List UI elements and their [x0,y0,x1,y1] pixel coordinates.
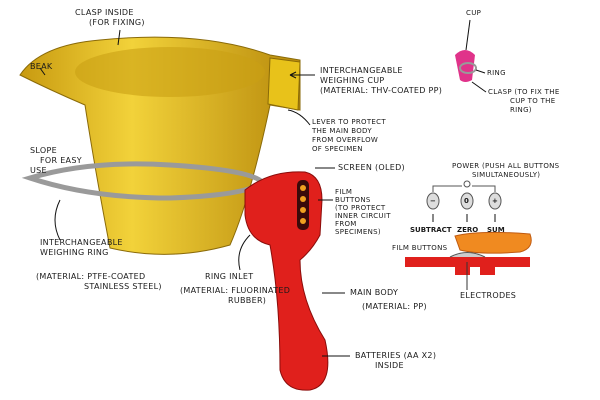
power-line: simultaneously) [472,171,541,179]
button-glyph-zero: 0 [464,197,469,205]
weighing-cup-line: weighing cup [320,76,385,85]
ring-material-line: stainless steel) [84,282,162,291]
mini-cup-drawing [455,50,477,82]
lever-line: the main body [312,127,372,135]
power-line: Power (push all buttons [452,162,560,170]
button-glyph-sum: + [492,197,498,205]
slope-label: Slopefor easyuse [30,146,82,176]
weighing-ring-label: Interchangeableweighing ring [40,238,123,258]
batteries-line: inside [375,361,404,370]
batteries-line: Batteries (AA x2) [355,351,437,360]
ring-material-line: (material: PTFE-coated [36,272,146,281]
buttons-diagram [426,180,502,222]
weighing-cup-material: (material: THV-coated PP) [320,86,443,95]
clasp-label: Clasp (to fix thecup to thering) [488,88,560,115]
clasp-inside-label: Clasp inside(for fixing) [75,8,145,28]
clasp-inside-line: (for fixing) [89,18,145,27]
lever-line: of specimen [312,145,363,153]
beak-label: Beak [30,62,53,71]
cup-label: Cup [466,9,482,17]
button-glyph-subtract: − [430,197,436,205]
film-note-line: specimens) [335,228,381,236]
main-body-material-label: (material: PP) [362,302,427,311]
weighing-ring-line: Interchangeable [40,238,123,247]
ring-inlet-label: Ring inlet [205,272,254,281]
ring-inlet-material-line: (material: fluorinated [180,286,291,295]
ring-inlet-material-label: (material: fluorinatedrubber) [180,286,290,306]
lever-line: from overflow [312,136,379,144]
zero-label: Zero [457,226,479,234]
film-buttons-label: Film buttons [392,244,448,252]
arrows [39,19,487,357]
slope-line: Slope [30,146,57,155]
film-note-line: from [335,220,357,228]
sum-label: Sum [487,226,505,234]
slope-line: use [30,166,47,175]
film-note-line: (to protect [335,204,386,212]
ring-material-label: (material: PTFE-coatedstainless steel) [36,272,162,292]
weighing-cup-label: Interchangeableweighing cup(material: TH… [320,66,442,96]
clasp-inside-line: Clasp inside [75,8,134,17]
ring-inlet-material-line: rubber) [228,296,267,305]
weighing-cup-drawing [19,36,301,255]
batteries-label: Batteries (AA x2)inside [355,351,436,371]
ring-label: Ring [487,69,506,77]
clasp-line: ring) [510,106,532,114]
weighing-cup-line: Interchangeable [320,66,403,75]
clasp-line: cup to the [510,97,556,105]
screen-label: Screen (OLED) [338,163,405,172]
power-label: Power (push all buttonssimultaneously) [452,162,559,180]
electrodes-label: Electrodes [460,291,517,300]
lever-label: Lever to protectthe main bodyfrom overfl… [312,118,386,154]
main-body-drawing [244,171,329,391]
film-note-line: buttons [335,196,371,204]
film-note-line: inner circuit [335,212,391,220]
lever-line: Lever to protect [312,118,386,126]
weighing-ring-line: weighing ring [40,248,109,257]
main-body-label: Main body [350,288,399,297]
film-buttons-note: Filmbuttons(to protectinner circuitfroms… [335,188,391,236]
slope-line: for easy [40,156,82,165]
film-note-line: Film [335,188,353,196]
clasp-line: Clasp (to fix the [488,88,560,96]
subtract-label: Subtract [410,226,452,234]
cross-section-drawing [405,231,532,290]
